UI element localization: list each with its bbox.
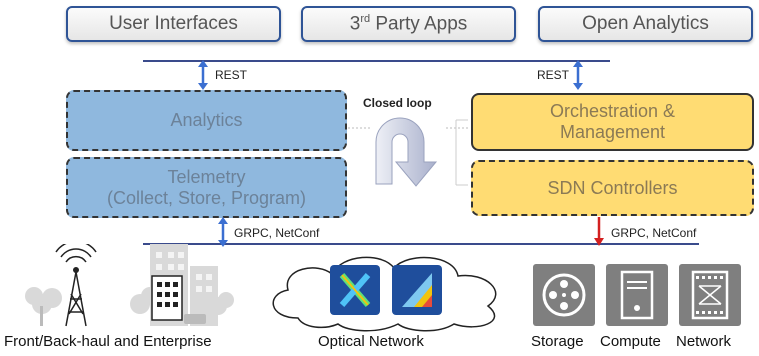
grpc-left-arrow — [218, 217, 228, 247]
top-bus-line — [143, 60, 610, 62]
closed-loop-label: Closed loop — [363, 96, 432, 110]
telemetry-box: Telemetry (Collect, Store, Program) — [66, 157, 347, 218]
closed-loop-arrow — [348, 117, 468, 187]
grpc-right-arrow — [594, 217, 604, 246]
telemetry-title: Telemetry — [167, 166, 246, 187]
storage-label: Storage — [531, 333, 584, 350]
network-switch-icon — [679, 264, 741, 326]
optical-network-label: Optical Network — [318, 333, 424, 350]
user-interfaces-label: User Interfaces — [109, 13, 238, 34]
optical-switch-icon — [330, 265, 380, 315]
rest-right-label: REST — [537, 68, 570, 82]
user-interfaces-box: User Interfaces — [66, 6, 281, 42]
grpc-left-label: GRPC, NetConf — [234, 226, 320, 240]
management-title: Management — [559, 122, 666, 142]
open-analytics-label: Open Analytics — [582, 13, 709, 34]
analytics-label: Analytics — [170, 110, 243, 130]
network-label: Network — [676, 333, 732, 350]
sdn-controllers-label: SDN Controllers — [547, 177, 678, 198]
open-analytics-box: Open Analytics — [538, 6, 753, 42]
telemetry-subtitle: (Collect, Store, Program) — [106, 187, 307, 208]
rest-right-arrow — [573, 60, 583, 90]
orchestration-management-box: Orchestration & Management — [471, 93, 754, 151]
third-party-apps-box: 3rd Party Apps — [301, 6, 516, 42]
storage-icon — [533, 264, 595, 326]
third-party-apps-label: 3rd Party Apps — [349, 12, 468, 35]
compute-icon — [606, 264, 668, 326]
bottom-bus-line — [143, 243, 699, 245]
optical-network-cloud — [272, 256, 497, 332]
rest-left-arrow — [198, 60, 208, 90]
analytics-box: Analytics — [66, 90, 347, 151]
sdn-controllers-box: SDN Controllers — [471, 160, 754, 216]
compute-label: Compute — [600, 333, 661, 350]
grpc-right-label: GRPC, NetConf — [611, 226, 697, 240]
rest-left-label: REST — [215, 68, 248, 82]
front-back-haul-label: Front/Back-haul and Enterprise — [4, 333, 212, 350]
front-back-haul-icon — [25, 244, 234, 327]
orchestration-title: Orchestration & — [549, 101, 676, 121]
optical-prism-icon — [392, 265, 442, 315]
